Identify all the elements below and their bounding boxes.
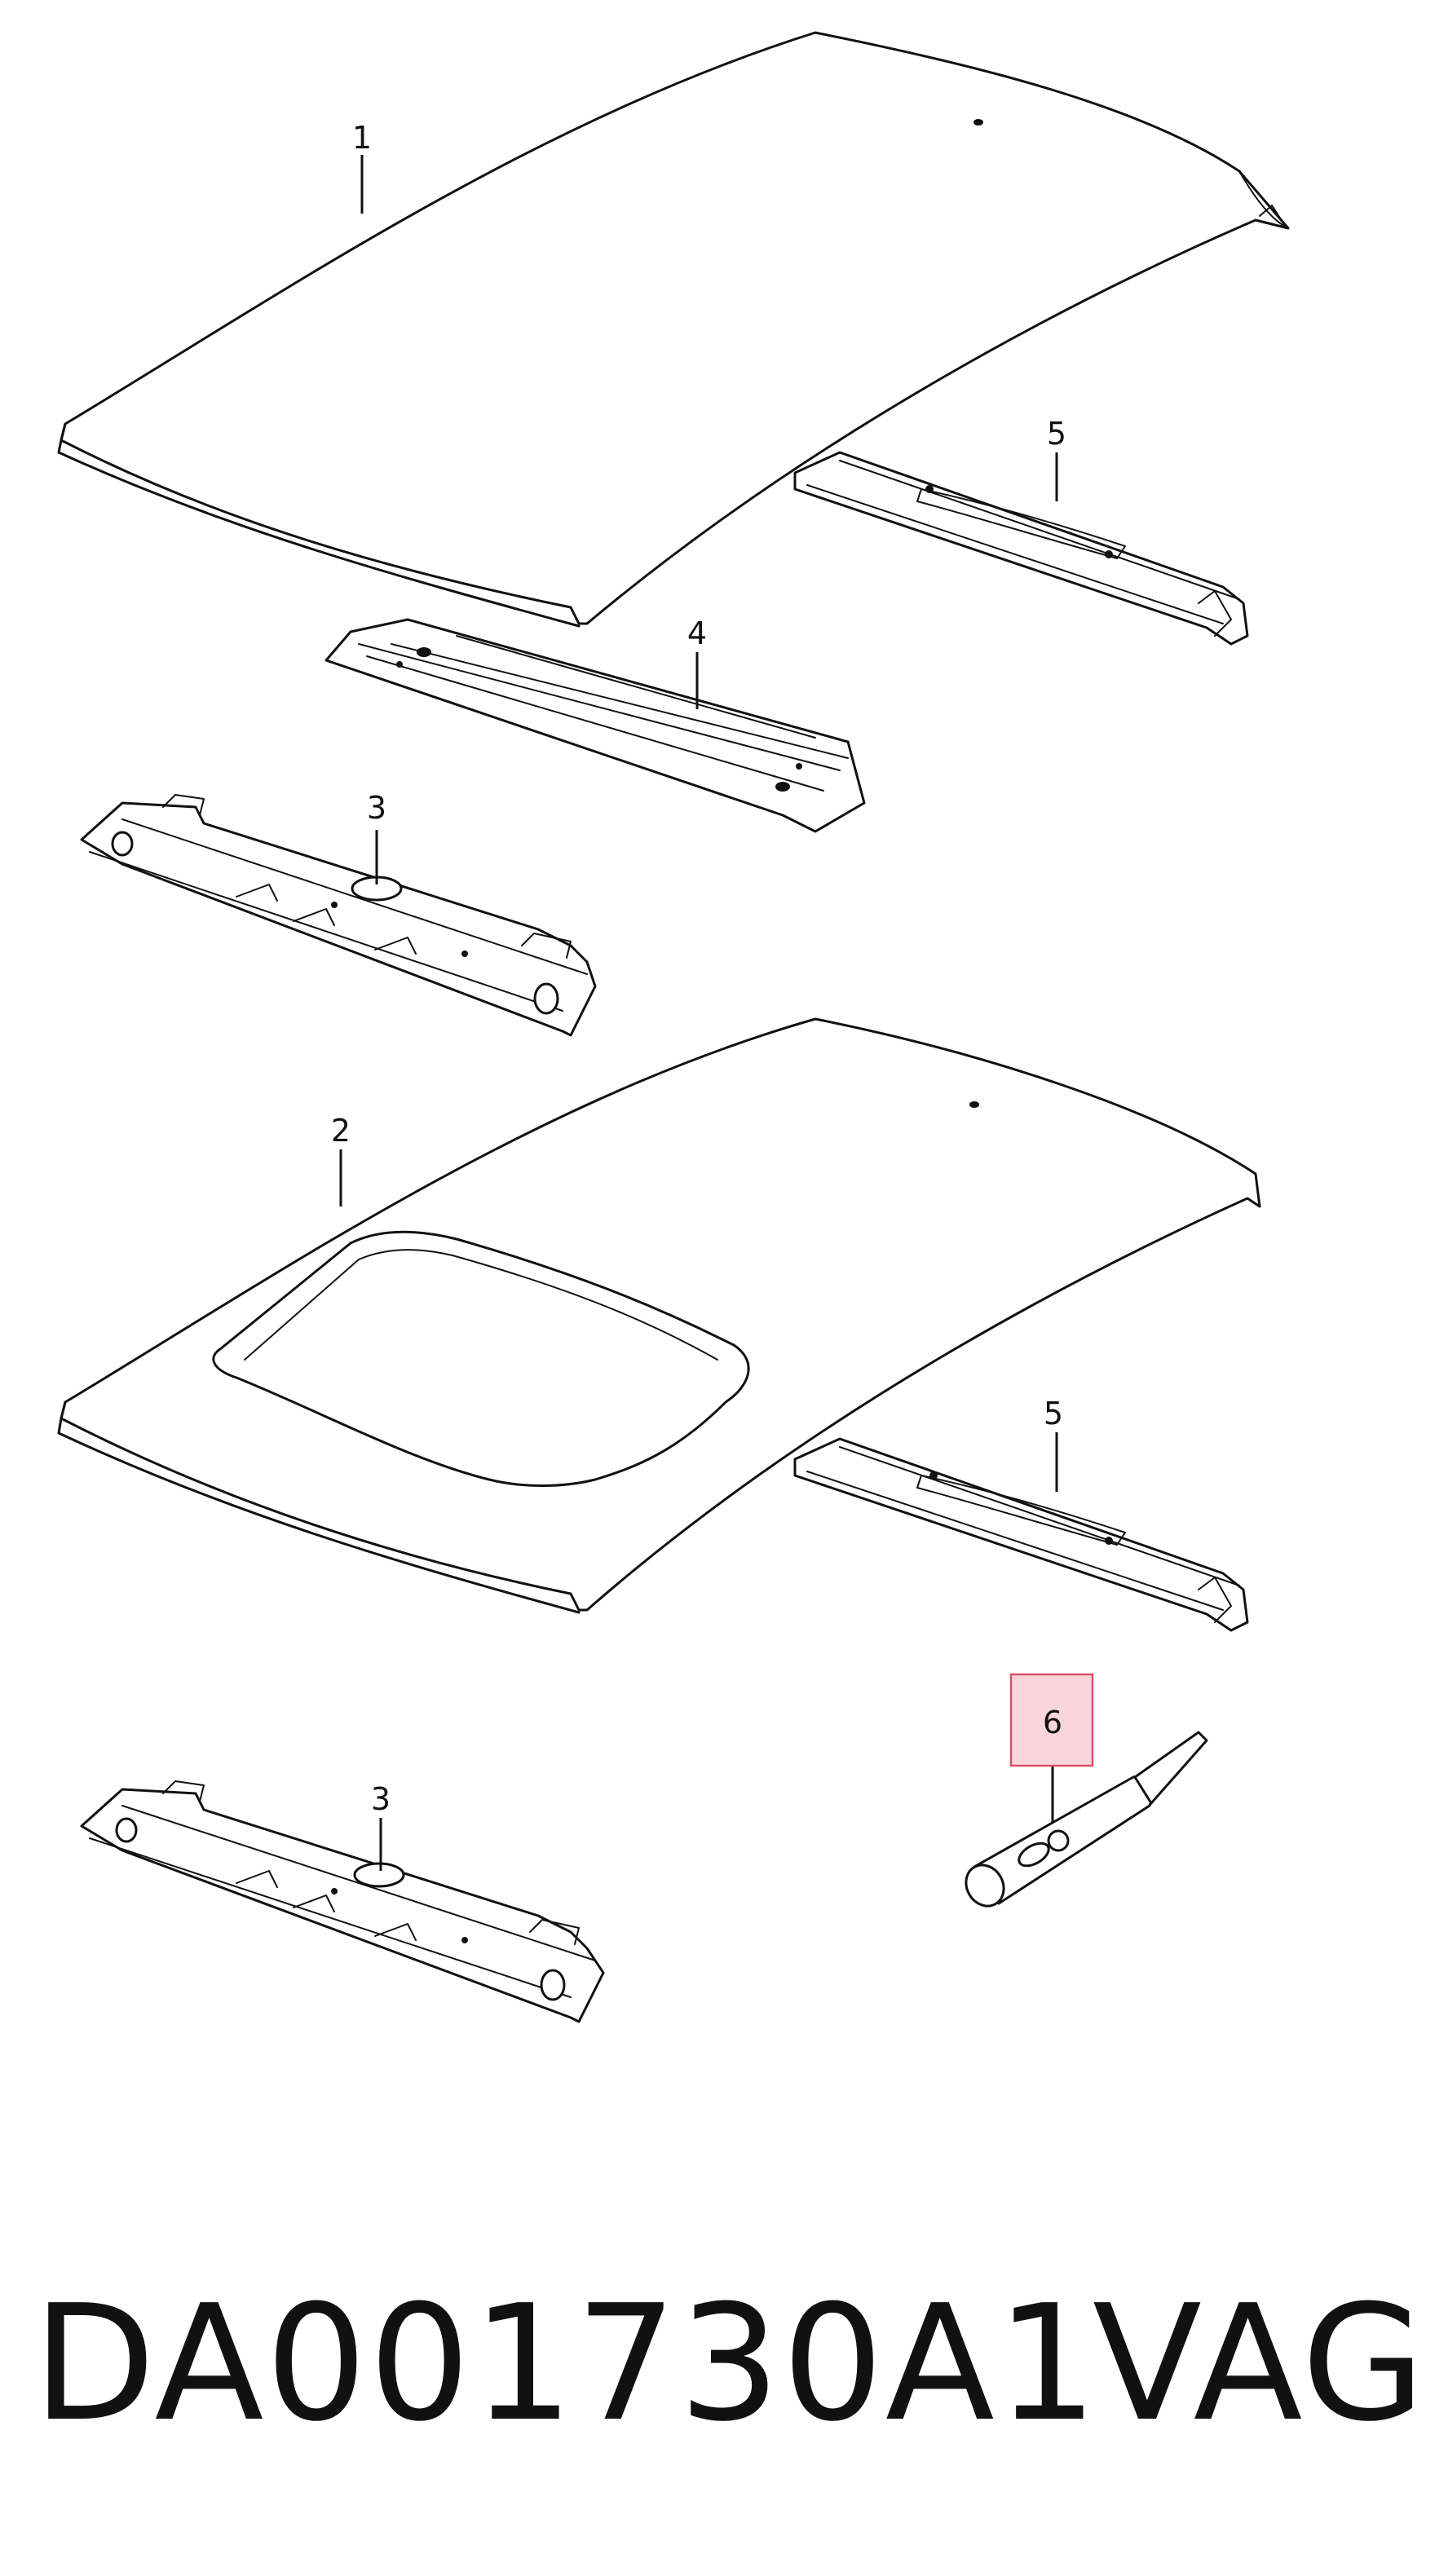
callout-3-upper[interactable]: 3 (367, 790, 386, 826)
callout-5-lower[interactable]: 5 (1044, 1396, 1063, 1431)
cross-member-3-lower (80, 1780, 605, 2023)
highlight-box-6 (1009, 1673, 1094, 1767)
cross-member-3-upper (80, 794, 597, 1037)
callout-1[interactable]: 1 (352, 120, 372, 156)
brand-label: VAG (1093, 2271, 1428, 2457)
callout-2[interactable]: 2 (331, 1113, 351, 1149)
callout-4[interactable]: 4 (687, 615, 707, 651)
sealant-cartridge-6 (965, 1731, 1208, 1908)
callout-5-upper[interactable]: 5 (1047, 416, 1066, 452)
rear-roof-bow-5-upper (793, 451, 1249, 646)
rear-roof-bow-5-lower (793, 1437, 1249, 1632)
part-number-label: DA001730A1 (33, 2271, 1100, 2457)
callout-leaders (339, 155, 1058, 1871)
roof-panel-1 (57, 31, 1290, 628)
roof-panel-2 (57, 1017, 1261, 1614)
callout-6[interactable]: 6 (1043, 1705, 1062, 1740)
callout-3-lower[interactable]: 3 (371, 1781, 391, 1817)
roof-bow-4 (324, 618, 866, 833)
